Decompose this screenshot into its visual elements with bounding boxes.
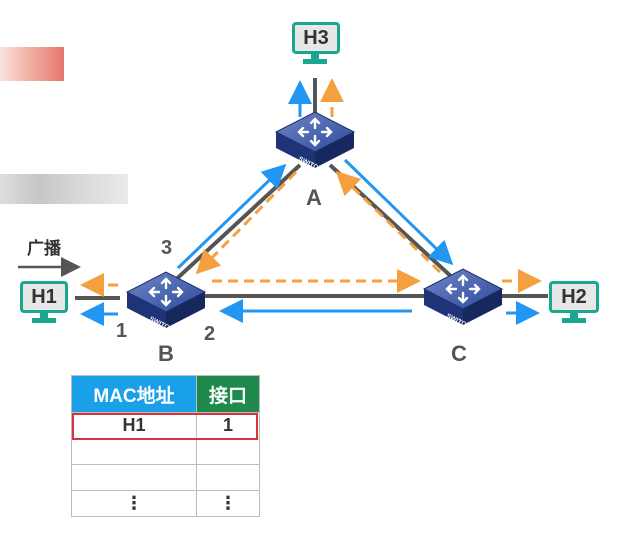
- host-h3[interactable]: H3: [292, 22, 340, 54]
- blurred-text-bar-gray: [0, 174, 128, 204]
- switch-a-label: A: [306, 185, 322, 210]
- switch-c-icon[interactable]: SWITCH: [422, 267, 504, 331]
- link-a-b: [168, 163, 302, 287]
- port-cell-ellipsis: ⋮: [196, 490, 260, 517]
- mac-address-table: MAC地址 接口 H1 1 ⋮ ⋮: [71, 375, 260, 517]
- host-h1[interactable]: H1: [20, 281, 68, 313]
- arrow-c-to-a-dashed: [335, 170, 442, 274]
- mac-cell: H1: [71, 412, 197, 439]
- host-h2[interactable]: H2: [549, 281, 599, 313]
- port-cell: 1: [196, 412, 260, 439]
- switch-c-label: C: [451, 341, 467, 366]
- mac-cell: [71, 438, 197, 465]
- mac-cell-ellipsis: ⋮: [71, 490, 197, 517]
- port-header: 接口: [196, 375, 260, 413]
- port-3-label: 3: [161, 237, 173, 259]
- switch-b-icon[interactable]: SWITCH: [125, 270, 207, 334]
- table-row: H1 1: [71, 412, 260, 439]
- host-h1-base: [32, 318, 56, 323]
- arrow-a-to-c: [343, 158, 454, 266]
- arrow-b-to-a: [176, 163, 287, 270]
- host-h2-label: H2: [561, 285, 587, 308]
- mac-table-header: MAC地址 接口: [71, 375, 260, 413]
- forward-arrows: [80, 80, 540, 326]
- host-h2-stand: [570, 313, 578, 319]
- table-row: ⋮ ⋮: [71, 490, 260, 517]
- link-a-c: [328, 163, 457, 282]
- table-row: [71, 438, 260, 465]
- host-h3-base: [303, 59, 327, 64]
- table-row: [71, 464, 260, 491]
- host-h3-label: H3: [303, 26, 329, 49]
- broadcast-label: 广播: [27, 239, 61, 258]
- port-cell: [196, 438, 260, 465]
- host-h1-stand: [40, 313, 48, 319]
- switch-b-label: B: [158, 341, 174, 366]
- blurred-text-bar-red: [0, 47, 64, 81]
- switch-a-icon[interactable]: SWITCH: [274, 110, 356, 174]
- arrow-a-to-b-dashed: [195, 170, 298, 275]
- port-1-label: 1: [116, 320, 128, 342]
- mac-cell: [71, 464, 197, 491]
- mac-header: MAC地址: [71, 375, 197, 413]
- return-arrows: [80, 78, 542, 297]
- port-2-label: 2: [204, 323, 216, 345]
- host-h3-stand: [311, 54, 319, 60]
- host-h2-base: [562, 318, 586, 323]
- port-cell: [196, 464, 260, 491]
- host-h1-label: H1: [31, 285, 57, 308]
